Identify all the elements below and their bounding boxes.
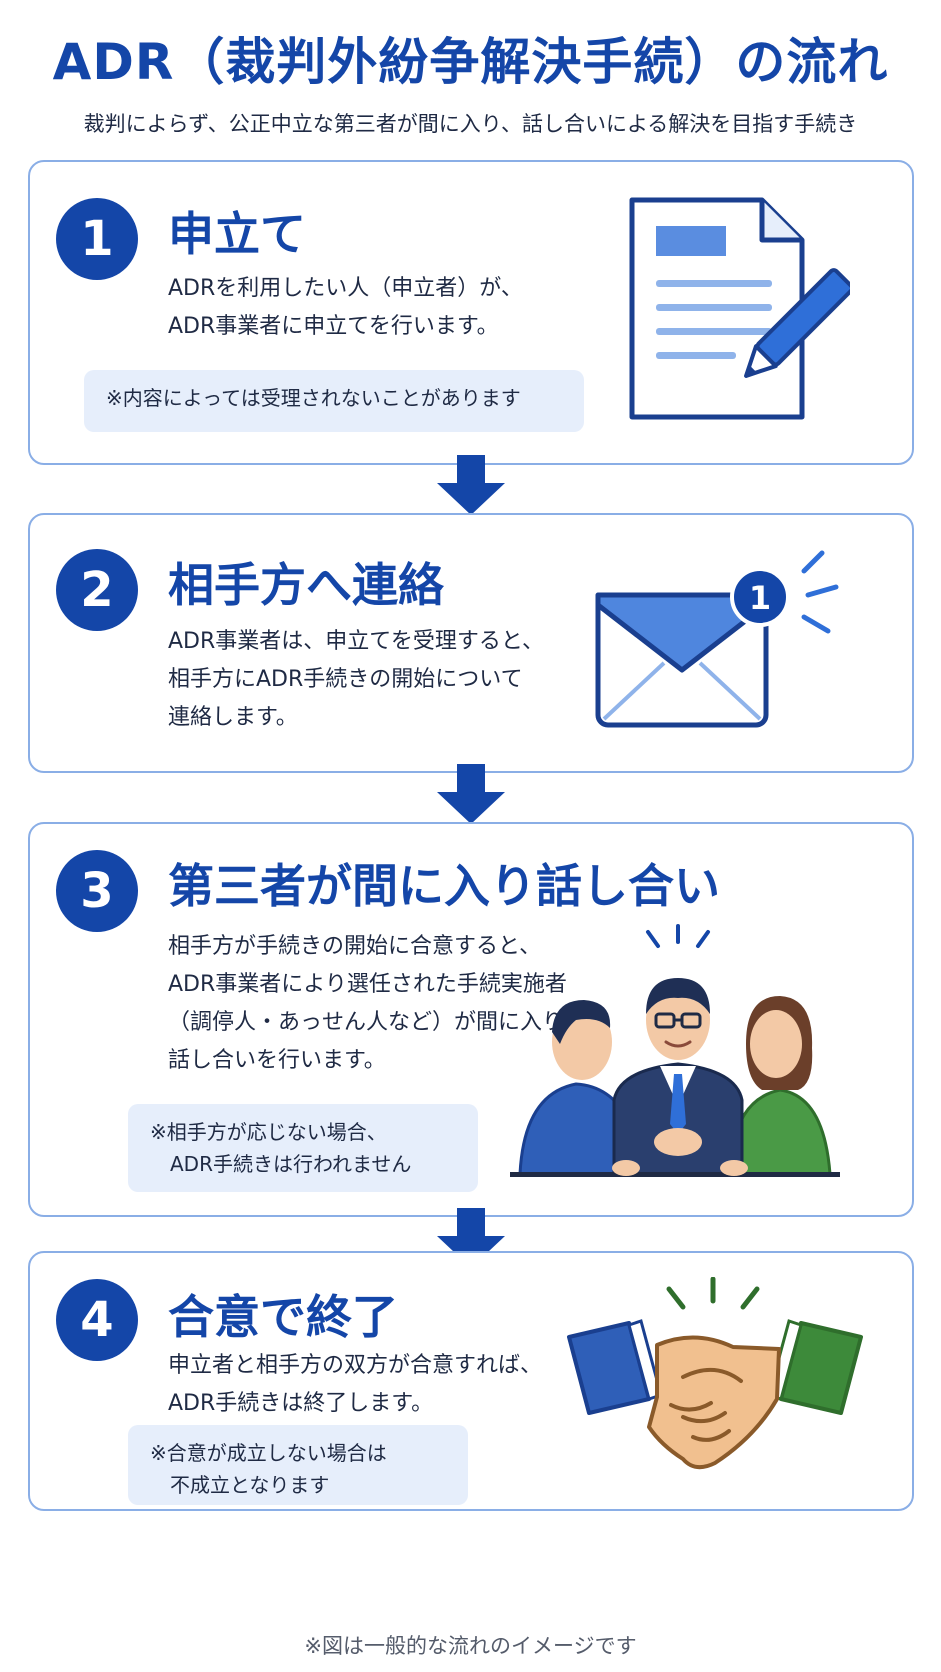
page-title: ADR（裁判外紛争解決手続）の流れ (52, 33, 889, 91)
step-card-3: 3 第三者が間に入り話し合い 相手方が手続きの開始に合意すると、 ADR事業者に… (28, 822, 914, 1217)
step-note-4: ※合意が成立しない場合は 不成立となります (128, 1425, 468, 1505)
step-card-2: 2 相手方へ連絡 ADR事業者は、申立てを受理すると、 相手方にADR手続きの開… (28, 513, 914, 773)
flow-arrow-1 (437, 455, 505, 515)
step-card-1: 1 申立て ADRを利用したい人（申立者）が、 ADR事業者に申立てを行います。… (28, 160, 914, 465)
step-title-4: 合意で終了 (168, 1290, 398, 1344)
step-number-2: 2 (56, 549, 138, 631)
step-note-3: ※相手方が応じない場合、 ADR手続きは行われません (128, 1104, 478, 1192)
handshake-icon (567, 1277, 863, 1470)
step-number-1: 1 (56, 198, 138, 280)
step-body-4: 申立者と相手方の双方が合意すれば、 ADR手続きは終了します。 (168, 1353, 543, 1416)
step-number-3: 3 (56, 850, 138, 932)
step-body-3: 相手方が手続きの開始に合意すると、 ADR事業者により選任された手続実施者 （調… (168, 934, 586, 1073)
step-title-3: 第三者が間に入り話し合い (168, 859, 720, 913)
step-title-1: 申立て (168, 207, 306, 261)
step-note-1: ※内容によっては受理されないことがあります (84, 370, 584, 432)
document-pen-icon (629, 197, 850, 420)
step-title-2: 相手方へ連絡 (168, 558, 444, 612)
page-subtitle: 裁判によらず、公正中立な第三者が間に入り、話し合いによる解決を目指す手続き (83, 112, 858, 136)
step-body-1: ADRを利用したい人（申立者）が、 ADR事業者に申立てを行います。 (168, 276, 523, 339)
step-number-4: 4 (56, 1279, 138, 1361)
footer-note: ※図は一般的な流れのイメージです (304, 1634, 637, 1658)
mediation-meeting-icon (510, 924, 840, 1177)
envelope-notification-icon: 1 (595, 550, 839, 728)
notification-badge: 1 (749, 579, 771, 617)
flow-arrow-3 (437, 1208, 505, 1268)
step-body-2: ADR事業者は、申立てを受理すると、 相手方にADR手続きの開始について 連絡し… (168, 629, 544, 730)
step-card-4: 4 合意で終了 申立者と相手方の双方が合意すれば、 ADR手続きは終了します。 … (28, 1251, 914, 1511)
flow-arrow-2 (437, 764, 505, 824)
